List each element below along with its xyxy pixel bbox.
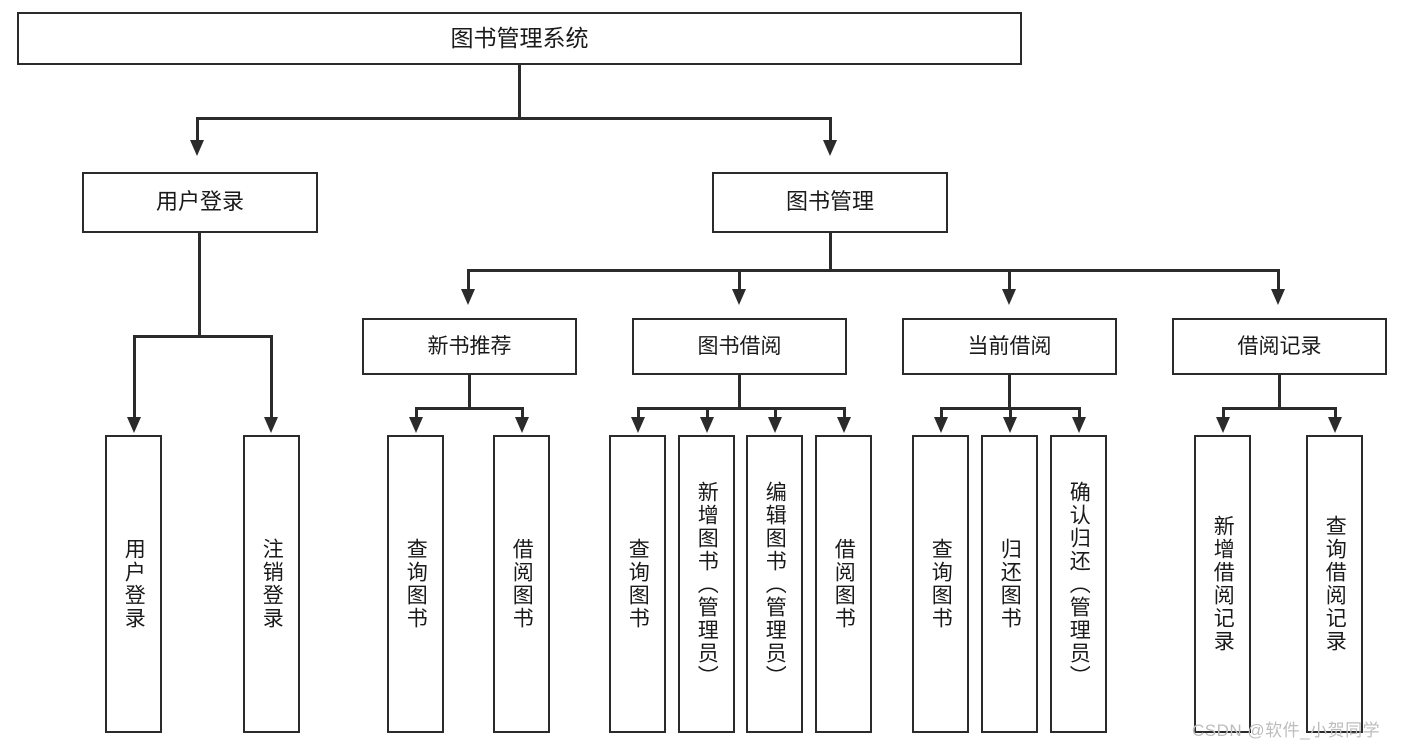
arrow-br-to-leaf-12 (1328, 417, 1342, 433)
edge-cb-to-leaf-10 (1078, 407, 1081, 419)
node-label: 新书推荐 (427, 334, 512, 358)
edge-bm-to-new-book-recommend (467, 269, 470, 291)
edge-root-to-user-login (196, 117, 199, 142)
edge-user-login-trunk (198, 233, 201, 337)
arrow-bm-to-book-borrow (732, 289, 746, 305)
leaf-edit-book-admin[interactable]: 编辑图书（管理员） (746, 435, 803, 733)
node-label: 借阅记录 (1237, 334, 1322, 358)
edge-cb-to-leaf-9 (1009, 407, 1012, 419)
arrow-br-to-leaf-11 (1216, 417, 1230, 433)
edge-bm-to-borrow-record (1277, 269, 1280, 291)
node-borrow-record[interactable]: 借阅记录 (1172, 318, 1387, 375)
leaf-user-login[interactable]: 用户登录 (105, 435, 162, 733)
leaf-add-book-admin[interactable]: 新增图书（管理员） (678, 435, 735, 733)
arrow-root-to-book-management (823, 140, 837, 156)
edge-nbr-trunk (468, 375, 471, 409)
leaf-query-book-current[interactable]: 查询图书 (912, 435, 969, 733)
node-label: 新增图书（管理员） (695, 480, 719, 688)
leaf-add-borrow-record[interactable]: 新增借阅记录 (1194, 435, 1251, 733)
leaf-return-book[interactable]: 归还图书 (981, 435, 1038, 733)
leaf-query-book-recommend[interactable]: 查询图书 (387, 435, 444, 733)
edge-cb-trunk (1008, 375, 1011, 409)
node-label: 图书管理系统 (450, 24, 589, 51)
edge-bb-bus (637, 407, 846, 410)
edge-book-management-trunk (829, 233, 832, 271)
edge-bb-to-leaf-7 (843, 407, 846, 419)
node-new-book-recommend[interactable]: 新书推荐 (362, 318, 577, 375)
arrow-bb-to-leaf-7 (837, 417, 851, 433)
arrow-cb-to-leaf-9 (1003, 417, 1017, 433)
arrow-bb-to-leaf-5 (700, 417, 714, 433)
node-label: 新增借阅记录 (1211, 515, 1235, 653)
node-book-management[interactable]: 图书管理 (712, 172, 948, 233)
arrow-bm-to-new-book-recommend (461, 289, 475, 305)
node-label: 注销登录 (260, 538, 284, 630)
node-label: 图书管理 (785, 189, 874, 215)
node-root-book-management-system[interactable]: 图书管理系统 (17, 12, 1022, 65)
csdn-watermark: CSDN @软件_小贺同学 (1192, 721, 1381, 740)
edge-bb-trunk (738, 375, 741, 409)
edge-bb-to-leaf-5 (706, 407, 709, 419)
edge-user-login-bus (133, 335, 272, 338)
node-label: 用户登录 (122, 538, 146, 630)
node-label: 当前借阅 (967, 334, 1052, 358)
node-label: 确认归还（管理员） (1067, 480, 1091, 688)
edge-bm-to-current-borrow (1008, 269, 1011, 291)
leaf-query-book-borrow[interactable]: 查询图书 (609, 435, 666, 733)
edge-bb-to-leaf-4 (637, 407, 640, 419)
edge-br-trunk (1278, 375, 1281, 409)
arrow-bm-to-borrow-record (1271, 289, 1285, 305)
node-label: 查询借阅记录 (1323, 515, 1347, 653)
leaf-query-borrow-record[interactable]: 查询借阅记录 (1306, 435, 1363, 733)
edge-br-bus (1222, 407, 1336, 410)
edge-root-bus (196, 117, 832, 120)
edge-user-login-to-leaf-1 (270, 335, 273, 419)
arrow-bb-to-leaf-4 (631, 417, 645, 433)
edge-nbr-bus (415, 407, 523, 410)
arrow-cb-to-leaf-10 (1072, 417, 1086, 433)
arrow-nbr-to-leaf-2 (409, 417, 423, 433)
leaf-borrow-book[interactable]: 借阅图书 (815, 435, 872, 733)
edge-bm-to-book-borrow (738, 269, 741, 291)
arrow-nbr-to-leaf-3 (515, 417, 529, 433)
leaf-borrow-book-recommend[interactable]: 借阅图书 (493, 435, 550, 733)
edge-br-to-leaf-12 (1334, 407, 1337, 419)
node-label: 编辑图书（管理员） (763, 480, 787, 688)
edge-book-management-bus (467, 269, 1279, 272)
edge-br-to-leaf-11 (1222, 407, 1225, 419)
arrow-bm-to-current-borrow (1002, 289, 1016, 305)
edge-user-login-to-leaf-0 (133, 335, 136, 419)
edge-cb-to-leaf-8 (940, 407, 943, 419)
arrow-cb-to-leaf-8 (934, 417, 948, 433)
arrow-root-to-user-login (190, 140, 204, 156)
node-label: 图书借阅 (697, 334, 782, 358)
leaf-logout[interactable]: 注销登录 (243, 435, 300, 733)
arrow-user-login-to-leaf-0 (127, 417, 141, 433)
node-user-login[interactable]: 用户登录 (82, 172, 318, 233)
node-label: 查询图书 (929, 538, 953, 630)
node-label: 借阅图书 (510, 538, 534, 630)
edge-nbr-to-leaf-2 (415, 407, 418, 419)
edge-root-to-book-management (829, 117, 832, 142)
edge-root-trunk (518, 65, 521, 118)
arrow-bb-to-leaf-6 (768, 417, 782, 433)
leaf-confirm-return-admin[interactable]: 确认归还（管理员） (1050, 435, 1107, 733)
node-label: 借阅图书 (832, 538, 856, 630)
node-label: 归还图书 (998, 538, 1022, 630)
arrow-user-login-to-leaf-1 (264, 417, 278, 433)
node-label: 查询图书 (626, 538, 650, 630)
node-label: 查询图书 (404, 538, 428, 630)
node-current-borrow[interactable]: 当前借阅 (902, 318, 1117, 375)
edge-bb-to-leaf-6 (774, 407, 777, 419)
node-label: 用户登录 (155, 189, 244, 215)
node-book-borrow[interactable]: 图书借阅 (632, 318, 847, 375)
edge-nbr-to-leaf-3 (521, 407, 524, 419)
